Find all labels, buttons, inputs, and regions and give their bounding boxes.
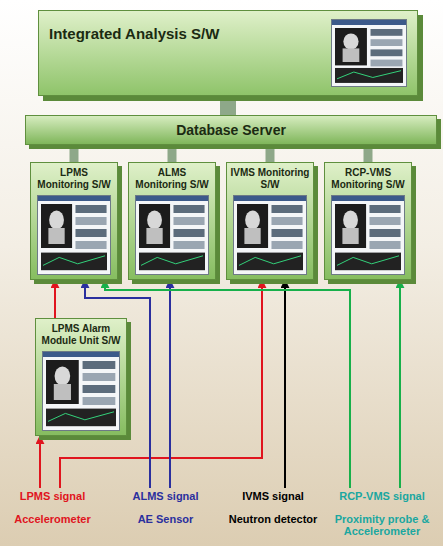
pipe-connector (220, 96, 236, 115)
pipe-connector (70, 145, 79, 162)
node-title: LPMS Alarm Module Unit S/W (39, 323, 123, 346)
screenshot-thumbnail (331, 195, 405, 275)
node-title: LPMS Monitoring S/W (34, 167, 114, 190)
software-box: ALMS Monitoring S/W (128, 162, 216, 280)
screenshot-thumbnail (233, 195, 307, 275)
sensor-name: Accelerometer (5, 513, 100, 526)
screenshot-thumbnail (37, 195, 111, 275)
analysis-box: Integrated Analysis S/W (38, 10, 418, 96)
database-slab: Database Server (25, 115, 437, 145)
signal-wire (399, 280, 401, 488)
signal-wire (54, 280, 56, 318)
signal-wire (169, 280, 171, 488)
screenshot-thumbnail (331, 19, 407, 87)
signal-label: IVMS signalNeutron detector (228, 488, 318, 527)
software-box: LPMS Monitoring S/W (30, 162, 118, 280)
node-title: IVMS signal (228, 490, 318, 503)
sensor-name: Neutron detector (228, 513, 318, 526)
signal-wire (284, 280, 286, 488)
software-box: RCP-VMS Monitoring S/W (324, 162, 412, 280)
signal-label: ALMS signal AE Sensor (118, 488, 213, 527)
signal-wire (39, 436, 41, 488)
screenshot-thumbnail (135, 195, 209, 275)
node-title: RCP-VMS Monitoring S/W (328, 167, 408, 190)
node-title: LPMS signal (5, 490, 100, 503)
signal-wire (105, 280, 350, 488)
software-box: LPMS Alarm Module Unit S/W (35, 318, 127, 436)
pipe-connector (364, 145, 373, 162)
sensor-name: Proximity probe & Accelerometer (325, 513, 439, 538)
node-title: ALMS Monitoring S/W (132, 167, 212, 190)
signal-label: LPMS signalAccelerometer (5, 488, 100, 527)
node-title: RCP-VMS signal (325, 490, 439, 503)
screenshot-thumbnail (42, 351, 120, 431)
pipe-connector (266, 145, 275, 162)
node-title: IVMS Monitoring S/W (230, 167, 310, 190)
sensor-name: AE Sensor (118, 513, 213, 526)
software-box: IVMS Monitoring S/W (226, 162, 314, 280)
node-title: Integrated Analysis S/W (49, 25, 289, 42)
signal-label: RCP-VMS signalProximity probe & Accelero… (325, 488, 439, 540)
node-title: Database Server (176, 122, 286, 138)
pipe-connector (168, 145, 177, 162)
node-title: ALMS signal (118, 490, 213, 503)
